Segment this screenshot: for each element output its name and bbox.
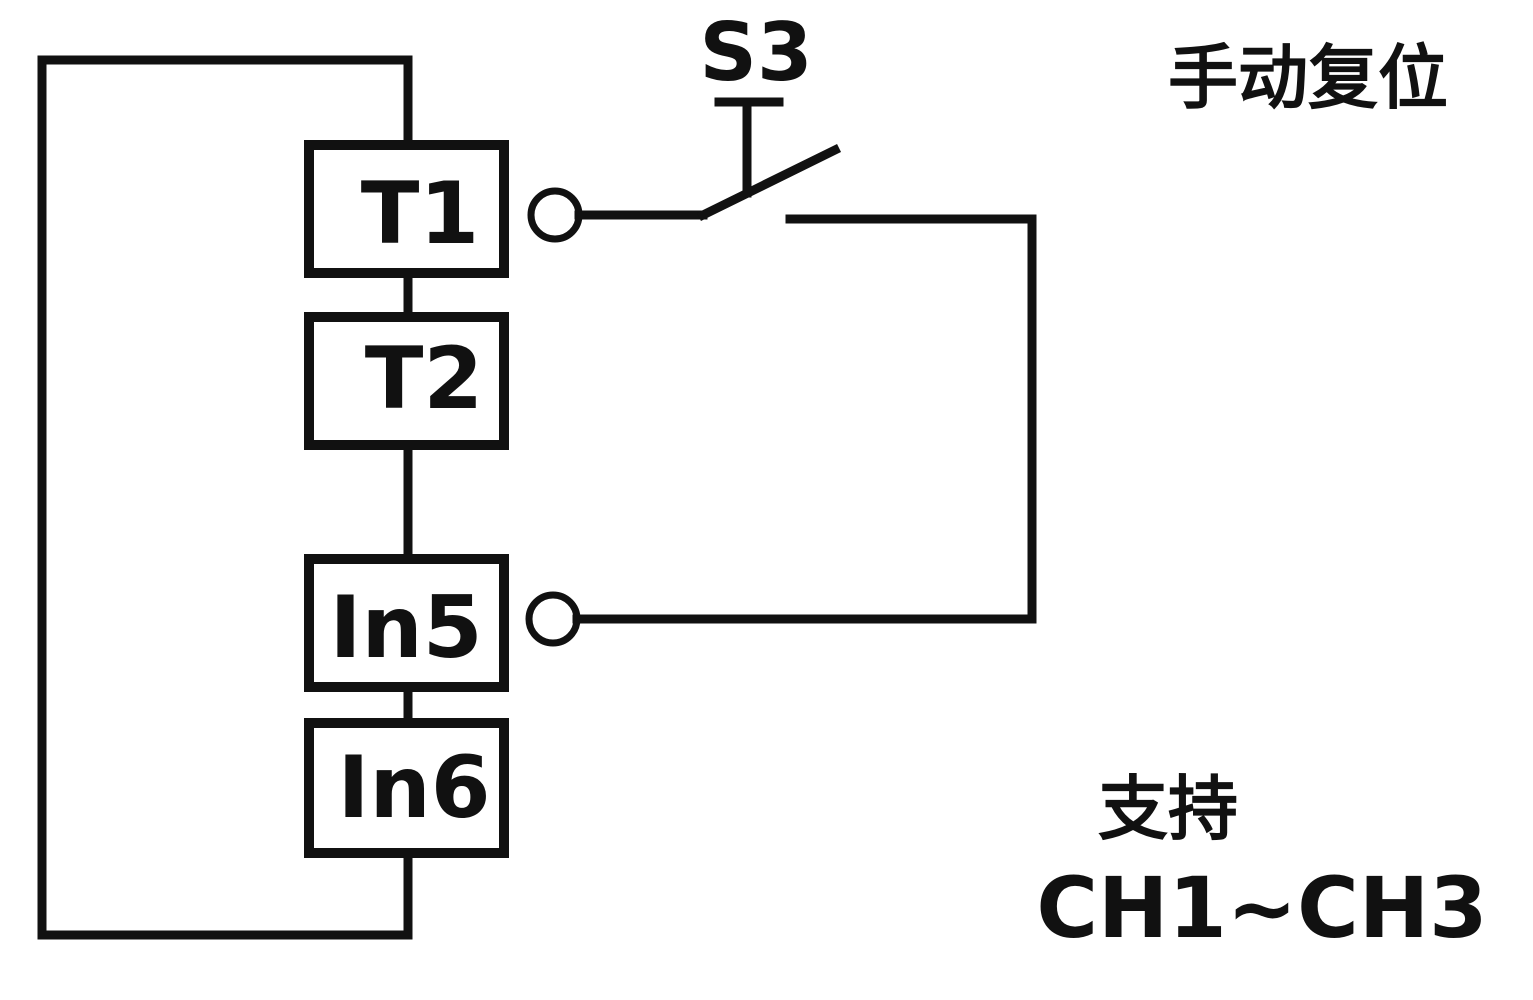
support-channel-range: CH1~CH3 [1036,859,1487,957]
diagram-title-manual-reset: 手动复位 [1168,37,1448,119]
support-label: 支持 [1098,768,1238,850]
terminal-label-t1: T1 [361,164,480,264]
switch-label-s3: S3 [699,6,812,99]
terminal-label-in6: In6 [337,738,490,838]
outer-loop-wire [37,55,413,940]
terminal-label-in5: In5 [329,578,482,678]
terminal-block-in5 [304,554,509,692]
wire-switch-to-in5 [572,214,1037,624]
terminal-block-t1 [304,140,509,278]
terminal-label-t2: T2 [365,329,484,429]
terminal-point-t1 [527,187,583,243]
terminal-block-t2 [304,312,509,450]
switch-s3-blade [696,143,842,222]
terminal-point-in5 [525,591,581,647]
terminal-block-in6 [304,718,509,858]
